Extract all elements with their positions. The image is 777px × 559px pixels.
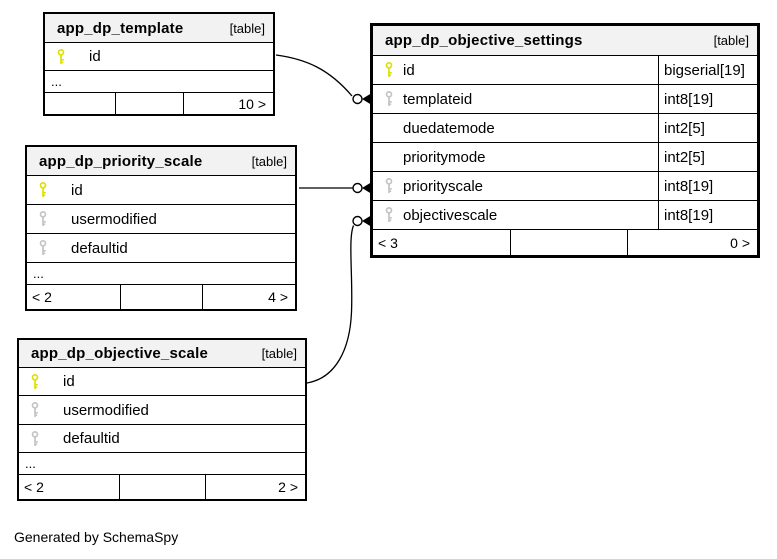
- column-row: duedatemode int2[5]: [373, 113, 757, 142]
- column-name: usermodified: [63, 401, 149, 419]
- generated-by-credit: Generated by SchemaSpy: [14, 529, 179, 545]
- more-columns-row: ...: [45, 70, 273, 92]
- column-name-cell: id: [373, 56, 658, 84]
- column-name: duedatemode: [403, 119, 495, 137]
- column-row: prioritymode int2[5]: [373, 142, 757, 171]
- more-columns-row: ...: [19, 452, 305, 474]
- column-name: id: [89, 48, 101, 65]
- column-type: int2[5]: [658, 114, 757, 142]
- footer-children: 2 >: [205, 475, 305, 499]
- foreign-key-icon: [385, 178, 393, 194]
- table-header[interactable]: app_dp_objective_scale [table]: [19, 340, 305, 367]
- relationship-priority-scale-to-settings: [299, 182, 371, 194]
- primary-key-icon: [39, 182, 47, 198]
- column-name: templateid: [403, 90, 473, 108]
- footer-parents: [45, 93, 115, 114]
- column-name: usermodified: [71, 210, 157, 228]
- column-type: int8[19]: [658, 172, 757, 200]
- footer-parents: < 3: [378, 234, 398, 251]
- footer-middle: [120, 285, 202, 309]
- column-name-cell: prioritymode: [373, 143, 658, 171]
- footer-middle: [119, 475, 205, 499]
- footer-children: 10 >: [183, 93, 273, 114]
- column-row: id: [45, 42, 273, 70]
- foreign-key-icon: [39, 240, 47, 256]
- table-type-tag: [table]: [713, 33, 749, 48]
- foreign-key-icon: [31, 402, 39, 418]
- column-name: prioritymode: [403, 148, 486, 166]
- column-name-cell: objectivescale: [373, 201, 658, 229]
- table-header[interactable]: app_dp_priority_scale [table]: [27, 147, 295, 175]
- table-app_dp_template[interactable]: app_dp_template [table] id ... 10 >: [43, 12, 275, 116]
- column-name-cell: priorityscale: [373, 172, 658, 200]
- no-key-spacer: [385, 120, 393, 136]
- table-footer: < 2 2 >: [19, 474, 305, 499]
- column-type: int8[19]: [658, 201, 757, 229]
- table-name: app_dp_objective_scale: [31, 345, 208, 362]
- zero-or-one-dot: [352, 215, 363, 227]
- table-name: app_dp_priority_scale: [39, 152, 203, 170]
- footer-middle: [510, 230, 627, 255]
- foreign-key-icon: [385, 91, 393, 107]
- column-name: id: [71, 181, 83, 199]
- footer-children: 0 >: [627, 230, 757, 255]
- column-name: defaultid: [71, 239, 128, 257]
- column-row: id bigserial[19]: [373, 55, 757, 84]
- column-name: defaultid: [63, 430, 120, 447]
- no-key-spacer: [385, 149, 393, 165]
- table-app_dp_objective_settings[interactable]: app_dp_objective_settings [table] id big…: [370, 23, 760, 258]
- footer-middle: [115, 93, 183, 114]
- table-type-tag: [table]: [261, 346, 297, 361]
- foreign-key-icon: [31, 430, 39, 447]
- column-row: id: [27, 175, 295, 204]
- zero-or-one-dot: [352, 182, 363, 194]
- primary-key-icon: [57, 48, 65, 65]
- column-row: priorityscale int8[19]: [373, 171, 757, 200]
- table-name: app_dp_objective_settings: [385, 32, 583, 49]
- table-app_dp_objective_scale[interactable]: app_dp_objective_scale [table] id usermo…: [17, 338, 307, 501]
- column-name: objectivescale: [403, 206, 498, 224]
- footer-parents: < 2: [24, 479, 44, 495]
- column-type: int2[5]: [658, 143, 757, 171]
- foreign-key-icon: [39, 211, 47, 227]
- table-name: app_dp_template: [57, 19, 184, 37]
- foreign-key-icon: [385, 207, 393, 223]
- table-footer: < 2 4 >: [27, 284, 295, 309]
- footer-parents: < 2: [32, 289, 52, 305]
- column-row: id: [19, 367, 305, 395]
- primary-key-icon: [31, 373, 39, 390]
- column-row: templateid int8[19]: [373, 84, 757, 113]
- relationship-objective-scale-to-settings: [306, 215, 371, 384]
- column-row: defaultid: [27, 233, 295, 262]
- table-header[interactable]: app_dp_template [table]: [45, 14, 273, 42]
- primary-key-icon: [385, 62, 393, 78]
- table-type-tag: [table]: [251, 153, 287, 169]
- table-footer: 10 >: [45, 92, 273, 114]
- more-columns-row: ...: [27, 262, 295, 284]
- column-row: objectivescale int8[19]: [373, 200, 757, 229]
- column-row: defaultid: [19, 424, 305, 452]
- column-name: id: [403, 61, 415, 79]
- column-name-cell: duedatemode: [373, 114, 658, 142]
- column-row: usermodified: [27, 204, 295, 233]
- column-name: priorityscale: [403, 177, 484, 195]
- column-type: int8[19]: [658, 85, 757, 113]
- column-name: id: [63, 373, 75, 390]
- column-row: usermodified: [19, 395, 305, 424]
- table-footer: < 3 0 >: [373, 229, 757, 255]
- table-header[interactable]: app_dp_objective_settings [table]: [373, 26, 757, 55]
- column-type: bigserial[19]: [658, 56, 757, 84]
- relationship-template-to-settings: [275, 54, 371, 105]
- footer-children: 4 >: [202, 285, 295, 309]
- table-app_dp_priority_scale[interactable]: app_dp_priority_scale [table] id usermod…: [25, 145, 297, 311]
- table-type-tag: [table]: [229, 20, 265, 36]
- zero-or-one-dot: [352, 93, 363, 105]
- column-name-cell: templateid: [373, 85, 658, 113]
